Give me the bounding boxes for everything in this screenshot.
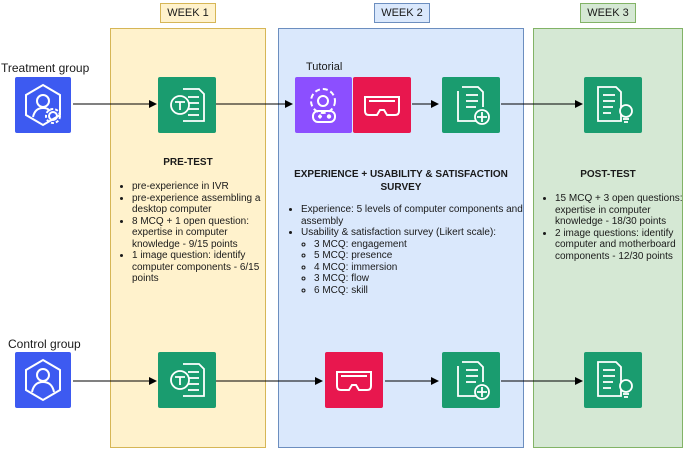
week3-label: WEEK 3 [580, 3, 636, 23]
posttest-bullet-list: 15 MCQ + 3 open questions: expertise in … [541, 193, 685, 262]
list-item: 2 image questions: identify computer and… [555, 228, 685, 263]
document-test-icon [158, 77, 216, 133]
list-item: 8 MCQ + 1 open question: expertise in co… [132, 216, 270, 251]
document-plus-icon [442, 352, 500, 408]
week2-label: WEEK 2 [374, 3, 430, 23]
control-group-label: Control group [8, 337, 81, 351]
tutorial-label: Tutorial [306, 61, 343, 73]
treatment-group-label: Treatment group [1, 61, 90, 75]
posttest-title: POST-TEST [580, 169, 636, 180]
gear-gamepad-icon [295, 77, 352, 133]
list-item: 6 MCQ: skill [314, 285, 531, 297]
list-item: 3 MCQ: engagement [314, 239, 531, 251]
list-item: 1 image question: identify computer comp… [132, 250, 270, 285]
survey-bullet-list: Experience: 5 levels of computer compone… [287, 204, 531, 296]
survey-title: EXPERIENCE + USABILITY & SATISFACTION SU… [294, 169, 508, 193]
list-item-label: Usability & satisfaction survey (Likert … [301, 227, 497, 238]
list-item: Experience: 5 levels of computer compone… [301, 204, 531, 227]
list-item: 15 MCQ + 3 open questions: expertise in … [555, 193, 685, 228]
pretest-title: PRE-TEST [163, 157, 213, 168]
document-test-icon [158, 352, 216, 408]
list-item: 4 MCQ: immersion [314, 262, 531, 274]
list-item: 5 MCQ: presence [314, 250, 531, 262]
user-settings-icon [15, 77, 71, 133]
likert-sub-list: 3 MCQ: engagement 5 MCQ: presence 4 MCQ:… [301, 239, 531, 297]
user-icon [15, 352, 71, 408]
list-item: 3 MCQ: flow [314, 273, 531, 285]
vr-headset-icon [325, 352, 383, 408]
list-item: pre-experience assembling a desktop comp… [132, 193, 270, 216]
week1-label: WEEK 1 [160, 3, 216, 23]
document-lightbulb-icon [584, 77, 642, 133]
vr-headset-icon [353, 77, 411, 133]
document-plus-icon [442, 77, 500, 133]
list-item: pre-experience in IVR [132, 181, 270, 193]
pretest-bullet-list: pre-experience in IVR pre-experience ass… [118, 181, 270, 285]
document-lightbulb-icon [584, 352, 642, 408]
list-item: Usability & satisfaction survey (Likert … [301, 227, 531, 296]
